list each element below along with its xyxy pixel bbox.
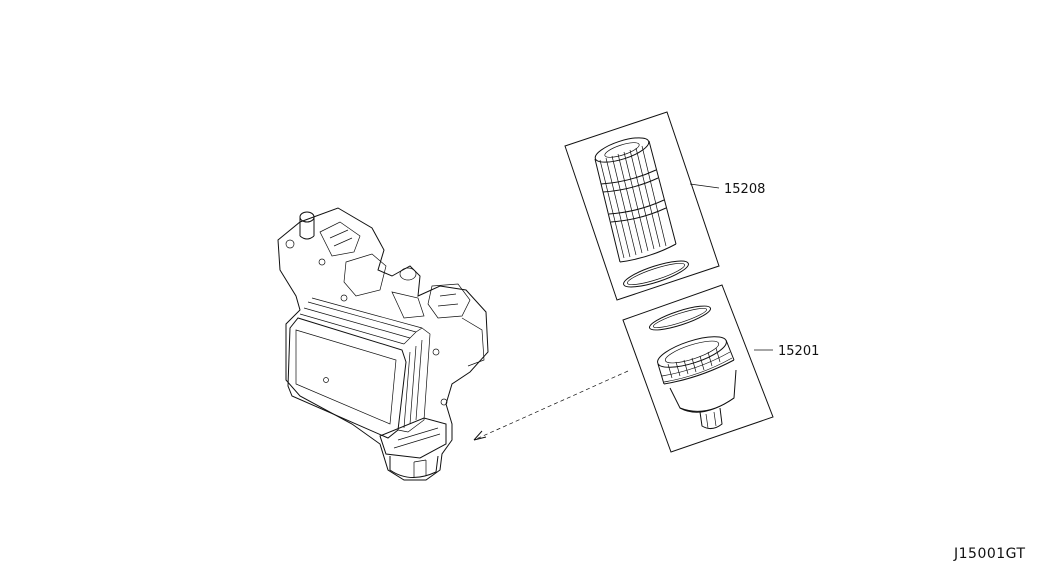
o-ring xyxy=(623,260,689,288)
part-number-15201: 15201 xyxy=(778,344,819,359)
diagram-code: J15001GT xyxy=(953,546,1026,562)
filter-housing-drawing xyxy=(657,336,737,430)
filter-element-panel xyxy=(564,111,720,301)
filter-housing-panel xyxy=(622,284,774,453)
filter-element-drawing xyxy=(594,137,677,263)
assembly-arrow xyxy=(473,370,629,441)
part-number-15208: 15208 xyxy=(724,182,765,197)
cooler-fins xyxy=(299,297,431,433)
oil-cooler-assembly xyxy=(277,207,489,481)
